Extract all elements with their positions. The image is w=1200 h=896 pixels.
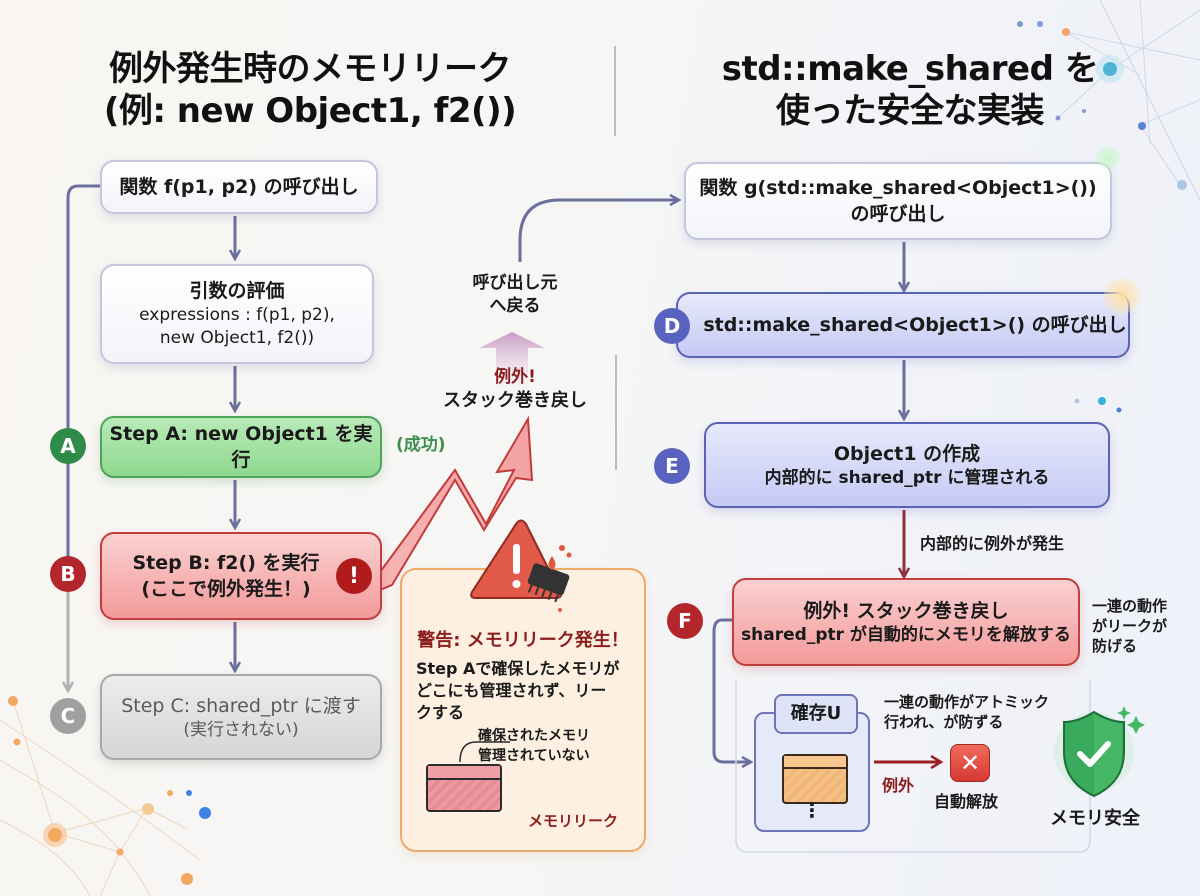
step-b-box: Step B: f2() を実行 (ここで例外発生！) ! <box>100 532 382 620</box>
step-e-box: Object1 の作成 内部的に shared_ptr に管理される <box>704 422 1110 508</box>
step-a-label: Step A: new Object1 を実行 <box>109 423 373 471</box>
unmanaged-memory-note: 確保されたメモリ 管理されていない <box>478 726 590 766</box>
step-c-line2: (実行されない) <box>183 719 299 740</box>
left-title-line1: 例外発生時のメモリリーク <box>109 49 512 89</box>
arg-eval-line1: expressions : f(p1, p2), <box>139 305 335 325</box>
step-c-badge: C <box>50 698 86 734</box>
return-label-line2: へ戻る <box>489 296 541 316</box>
left-title-line2: (例: new Object1, f2()) <box>103 91 517 131</box>
sparkle-icon-orange <box>1104 278 1140 314</box>
warning-title: 警告: メモリリーク発生！ <box>417 630 629 651</box>
exception-label: 例外! <box>494 367 536 387</box>
leak-prevented-note: 一連の動作 がリークが 防げる <box>1092 596 1167 656</box>
warning-body: Step Aで確保したメモリが どこにも管理されず、リー クする <box>416 658 642 724</box>
call-g-line2: の呼び出し <box>850 203 946 225</box>
step-a-badge: A <box>50 428 86 464</box>
step-e-line2: 内部的に shared_ptr に管理される <box>764 467 1050 488</box>
memory-leak-warning-card: 警告: メモリリーク発生！ Step Aで確保したメモリが どこにも管理されず、… <box>400 568 646 852</box>
unwind-label: スタック巻き戻し <box>443 390 587 411</box>
auto-release-label: 自動解放 <box>934 792 999 811</box>
arg-eval-title: 引数の評価 <box>189 280 285 302</box>
step-a-box: Step A: new Object1 を実行 <box>100 416 382 478</box>
step-a-success-note: (成功) <box>396 435 446 455</box>
alloc-label: 確存U <box>790 703 842 724</box>
exclamation-icon: ! <box>336 558 372 594</box>
stack-unwind-label: 例外! スタック巻き戻し <box>430 366 600 412</box>
arg-eval-line2: new Object1, f2()) <box>159 328 315 348</box>
atomic-line2: 行われ、が防ずる <box>884 713 1004 731</box>
step-f-badge: F <box>667 603 703 639</box>
step-b-badge: B <box>50 556 86 592</box>
leaked-memory-block-icon <box>426 764 502 812</box>
warning-body-line1: Step Aで確保したメモリが <box>416 659 620 678</box>
step-d-label: std::make_shared<Object1>() の呼び出し <box>703 314 1127 336</box>
inner-exception-label: 例外 <box>882 776 915 795</box>
step-e-badge: E <box>654 448 690 484</box>
release-x-icon: ✕ <box>950 744 990 782</box>
call-g-line1: 関数 g(std::make_shared<Object1>()) <box>699 177 1097 199</box>
managed-object-box-icon <box>782 754 848 804</box>
step-c-box: Step C: shared_ptr に渡す (実行されない) <box>100 674 382 760</box>
call-g-box: 関数 g(std::make_shared<Object1>()) の呼び出し <box>684 162 1112 240</box>
atomic-line1: 一連の動作がアトミック <box>884 693 1050 711</box>
side-note-line3: 防げる <box>1092 637 1138 655</box>
right-title-line1: std::make_shared を <box>721 49 1099 89</box>
right-title-line2: 使った安全な実装 <box>776 91 1045 131</box>
step-f-line1: 例外! スタック巻き戻し <box>803 599 1009 622</box>
call-f-label: 関数 f(p1, p2) の呼び出し <box>119 176 359 198</box>
right-title: std::make_shared を 使った安全な実装 <box>640 48 1180 132</box>
memory-leak-label: メモリリーク <box>528 812 619 830</box>
side-note-line2: がリークが <box>1092 617 1168 635</box>
left-title: 例外発生時のメモリリーク (例: new Object1, f2()) <box>30 48 590 132</box>
step-b-line1: Step B: f2() を実行 <box>132 552 320 574</box>
step-b-line2: (ここで例外発生！) <box>141 578 311 600</box>
step-c-line1: Step C: shared_ptr に渡す <box>121 694 361 717</box>
internal-exception-label: 内部的に例外が発生 <box>920 534 1065 553</box>
warning-body-line2: どこにも管理されず、リー <box>416 681 607 700</box>
return-label-line1: 呼び出し元 <box>472 273 558 293</box>
step-e-line1: Object1 の作成 <box>833 442 981 465</box>
return-to-caller-label: 呼び出し元 へ戻る <box>440 272 590 318</box>
more-dots: ⋮ <box>802 798 822 822</box>
arg-eval-box: 引数の評価 expressions : f(p1, p2), new Objec… <box>100 264 374 364</box>
warning-body-line3: クする <box>416 703 465 722</box>
atomic-note: 一連の動作がアトミック 行われ、が防ずる <box>884 692 1049 732</box>
step-f-line2: shared_ptr が自動的にメモリを解放する <box>741 624 1071 645</box>
side-note-line1: 一連の動作 <box>1092 597 1168 615</box>
memory-safe-label: メモリ安全 <box>1050 808 1140 829</box>
call-f-box: 関数 f(p1, p2) の呼び出し <box>100 160 378 214</box>
step-d-box: std::make_shared<Object1>() の呼び出し <box>676 292 1130 358</box>
step-d-badge: D <box>654 308 690 344</box>
sparkle-icon <box>1096 146 1120 170</box>
memory-note-line2: 管理されていない <box>478 748 590 764</box>
step-f-box: 例外! スタック巻き戻し shared_ptr が自動的にメモリを解放する <box>732 578 1080 666</box>
memory-chip-icon <box>527 563 570 603</box>
alloc-label-box: 確存U <box>774 694 858 734</box>
memory-note-line1: 確保されたメモリ <box>478 728 590 744</box>
